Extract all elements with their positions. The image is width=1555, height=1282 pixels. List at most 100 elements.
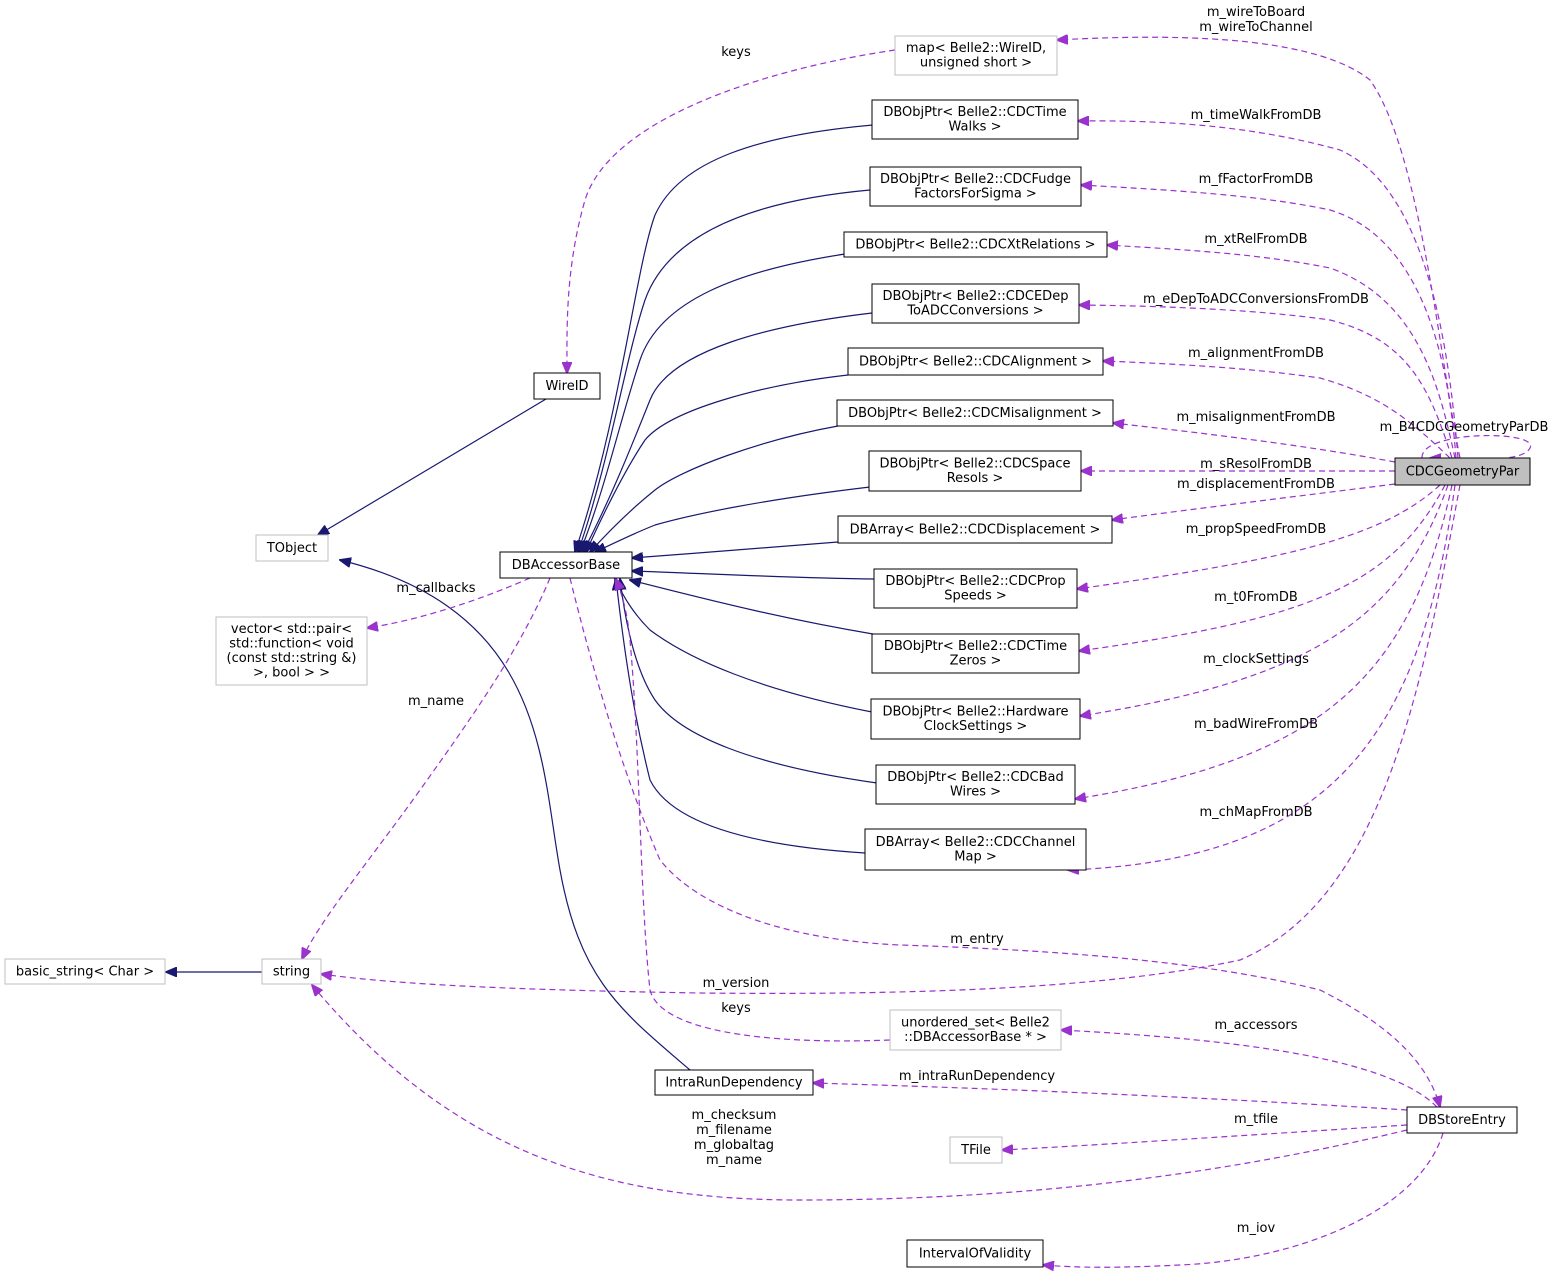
node-label: IntervalOfValidity <box>919 1246 1032 1261</box>
node-label-line: Map > <box>954 850 996 865</box>
node-label: DBObjPtr< Belle2::CDCXtRelations > <box>855 237 1095 252</box>
edge-label-line: m_B4CDCGeometryParDB <box>1380 420 1549 435</box>
node-label-line: DBAccessorBase <box>512 558 620 573</box>
node-box <box>864 828 1087 871</box>
edge-label-t0: m_t0FromDB <box>1214 590 1298 605</box>
edge-label-line: m_version <box>703 976 770 991</box>
node-label: DBArray< Belle2::CDCDisplacement > <box>850 522 1101 537</box>
edge-cdcgeometrypar-to-clock <box>1080 484 1449 716</box>
edge-propspeeds-to-dbaccessorbase <box>632 571 875 580</box>
node-label-line: unordered_set< Belle2 <box>901 1016 1050 1031</box>
edge-cdcgeometrypar-to-propspeeds <box>1077 484 1441 589</box>
node-box <box>871 99 1079 140</box>
edge-cdcgeometrypar-to-chmap <box>1068 484 1456 870</box>
edge-label-line: m_intraRunDependency <box>899 1069 1055 1084</box>
node-label: DBAccessorBase <box>512 558 620 573</box>
node-displacement[interactable]: DBArray< Belle2::CDCDisplacement > <box>837 515 1113 544</box>
edge-label-ch-map: m_chMapFromDB <box>1199 805 1312 820</box>
edge-label-line: m_name <box>706 1153 762 1168</box>
node-cdcgeometrypar[interactable]: CDCGeometryPar <box>1394 457 1531 486</box>
node-label: basic_string< Char > <box>16 964 154 979</box>
node-box <box>255 534 329 562</box>
node-label-line: DBObjPtr< Belle2::CDCTime <box>883 105 1066 120</box>
edge-label-intra-run: m_intraRunDependency <box>899 1069 1055 1084</box>
node-box <box>843 231 1108 258</box>
edge-label-line: m_entry <box>950 932 1004 947</box>
node-label-line: Resols > <box>947 471 1004 486</box>
node-label-line: Wires > <box>950 785 1001 800</box>
node-wireid[interactable]: WireID <box>533 372 601 400</box>
node-label-line: DBObjPtr< Belle2::CDCTime <box>884 639 1067 654</box>
edge-xtrel-to-dbaccessorbase <box>580 253 846 552</box>
node-label: TObject <box>266 541 317 556</box>
node-vector[interactable]: vector< std::pair<std::function< void(co… <box>215 616 368 686</box>
node-box <box>4 958 166 985</box>
node-label-line: basic_string< Char > <box>16 964 154 979</box>
node-box <box>847 347 1104 376</box>
node-label-line: DBObjPtr< Belle2::CDCMisalignment > <box>848 406 1102 421</box>
node-box <box>654 1069 814 1096</box>
node-box <box>889 1009 1062 1051</box>
node-label: unordered_set< Belle2::DBAccessorBase * … <box>901 1016 1050 1046</box>
node-label: DBObjPtr< Belle2::CDCMisalignment > <box>848 406 1102 421</box>
node-intrarun[interactable]: IntraRunDependency <box>654 1069 814 1096</box>
edge-label-accessors: m_accessors <box>1214 1018 1297 1033</box>
edge-label-b4: m_B4CDCGeometryParDB <box>1380 420 1549 435</box>
edge-label-line: m_globaltag <box>694 1138 774 1153</box>
edge-dbstoreentry-to-string <box>312 985 1408 1201</box>
edge-label-line: m_tfile <box>1234 1112 1278 1127</box>
edge-label-xt-rel: m_xtRelFromDB <box>1204 232 1307 247</box>
node-misalignment[interactable]: DBObjPtr< Belle2::CDCMisalignment > <box>836 399 1114 427</box>
edge-cdcgeometrypar-to-fudge <box>1081 185 1457 459</box>
node-label-line: DBObjPtr< Belle2::CDCBad <box>887 770 1064 785</box>
node-tfile[interactable]: TFile <box>949 1136 1003 1164</box>
node-unordered-set[interactable]: unordered_set< Belle2::DBAccessorBase * … <box>889 1009 1062 1051</box>
edge-cdcgeometrypar-to-timewalks <box>1078 121 1459 459</box>
edge-cdcgeometrypar-to-misalignment <box>1113 423 1396 463</box>
edge-dbaccessorbase-to-dbstoreentry <box>569 577 1440 1107</box>
edge-label-iov: m_iov <box>1237 1221 1276 1236</box>
edge-label-name: m_name <box>408 694 464 709</box>
node-string[interactable]: string <box>261 958 322 985</box>
node-tobject[interactable]: TObject <box>255 534 329 562</box>
node-iov[interactable]: IntervalOfValidity <box>906 1239 1044 1268</box>
node-xtrel[interactable]: DBObjPtr< Belle2::CDCXtRelations > <box>843 231 1108 258</box>
edge-label-line: m_eDepToADCConversionsFromDB <box>1143 292 1369 307</box>
node-label-line: DBArray< Belle2::CDCDisplacement > <box>850 522 1101 537</box>
edge-label-line: m_callbacks <box>396 581 475 596</box>
edge-label-line: m_wireToBoard <box>1207 5 1305 20</box>
node-box <box>906 1239 1044 1268</box>
node-label-line: CDCGeometryPar <box>1406 464 1520 479</box>
node-alignment[interactable]: DBObjPtr< Belle2::CDCAlignment > <box>847 347 1104 376</box>
edge-label-line: keys <box>721 45 751 60</box>
edge-cdcgeometrypar-to-alignment <box>1103 361 1451 459</box>
edge-wireid-to-tobject <box>318 398 547 535</box>
edge-label-line: m_clockSettings <box>1203 652 1309 667</box>
edge-label-misalignment: m_misalignmentFromDB <box>1176 410 1335 425</box>
node-box <box>836 399 1114 427</box>
edge-dbaccessorbase-to-vector <box>367 577 531 628</box>
node-basic-string[interactable]: basic_string< Char > <box>4 958 166 985</box>
edge-label-line: m_alignmentFromDB <box>1188 346 1324 361</box>
node-dbstoreentry[interactable]: DBStoreEntry <box>1406 1106 1518 1134</box>
edge-label-line: m_t0FromDB <box>1214 590 1298 605</box>
edge-cdcgeometrypar-to-timezeros <box>1079 484 1446 651</box>
node-box <box>871 283 1080 324</box>
node-dbaccessorbase[interactable]: DBAccessorBase <box>499 551 633 579</box>
node-map-wireid[interactable]: map< Belle2::WireID,unsigned short > <box>894 35 1058 76</box>
